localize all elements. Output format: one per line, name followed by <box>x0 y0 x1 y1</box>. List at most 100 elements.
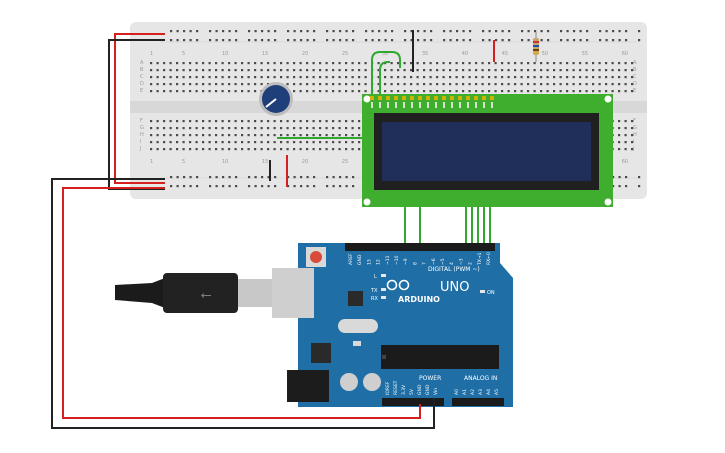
breadboard-hole <box>215 76 218 79</box>
arduino-pin-label: Vin <box>433 388 439 395</box>
breadboard-hole <box>585 76 588 79</box>
capacitor-1 <box>340 373 358 391</box>
breadboard-hole <box>416 62 419 65</box>
breadboard-column-number: 45 <box>502 51 508 57</box>
breadboard-hole <box>163 76 166 79</box>
breadboard-hole <box>189 185 192 188</box>
breadboard-hole <box>560 39 563 42</box>
arduino-pin-label: A0 <box>454 389 460 395</box>
breadboard-hole <box>169 62 172 65</box>
breadboard-hole <box>150 90 153 93</box>
breadboard-hole <box>287 30 290 33</box>
breadboard-hole <box>468 62 471 65</box>
breadboard-hole <box>332 62 335 65</box>
usb-cable[interactable]: ⭠ <box>115 273 272 313</box>
breadboard-hole <box>221 120 224 123</box>
breadboard-hole <box>338 76 341 79</box>
breadboard-hole <box>508 39 511 42</box>
breadboard-hole <box>625 185 628 188</box>
breadboard-hole <box>176 134 179 137</box>
breadboard-hole <box>221 148 224 151</box>
breadboard-hole <box>306 185 309 188</box>
breadboard-hole <box>169 76 172 79</box>
jumper-green-top-2[interactable] <box>379 61 390 97</box>
reset-button[interactable] <box>310 251 322 263</box>
breadboard-hole <box>605 39 608 42</box>
breadboard-hole <box>481 69 484 72</box>
breadboard-hole <box>534 30 537 33</box>
breadboard-hole <box>325 90 328 93</box>
power-header-label: POWER <box>419 375 441 382</box>
lcd-pin <box>370 96 374 100</box>
power-wires[interactable] <box>51 33 435 429</box>
breadboard-hole <box>345 76 348 79</box>
breadboard-hole <box>345 148 348 151</box>
breadboard-hole <box>404 30 407 33</box>
breadboard-hole <box>351 76 354 79</box>
breadboard-hole <box>546 69 549 72</box>
breadboard-hole <box>430 39 433 42</box>
breadboard-hole <box>631 83 634 86</box>
breadboard-hole <box>319 83 322 86</box>
breadboard-hole <box>247 76 250 79</box>
breadboard-hole <box>156 120 159 123</box>
breadboard-hole <box>352 185 355 188</box>
jumper-green-top[interactable] <box>371 51 401 97</box>
breadboard-hole <box>202 83 205 86</box>
breadboard-column-number: 25 <box>342 51 348 57</box>
breadboard-hole <box>176 83 179 86</box>
breadboard-hole <box>267 127 270 130</box>
wire-gnd <box>51 178 435 429</box>
breadboard-hole <box>280 120 283 123</box>
breadboard-hole <box>332 69 335 72</box>
breadboard-hole <box>248 39 251 42</box>
breadboard-hole <box>189 69 192 72</box>
breadboard-hole <box>443 39 446 42</box>
breadboard-hole <box>312 120 315 123</box>
lcd-pin-label-mark <box>491 102 493 108</box>
breadboard-hole <box>481 90 484 93</box>
breadboard-hole <box>358 62 361 65</box>
breadboard-hole <box>521 39 524 42</box>
breadboard-hole <box>566 62 569 65</box>
breadboard-hole <box>553 62 556 65</box>
breadboard-hole <box>573 39 576 42</box>
breadboard-hole <box>208 69 211 72</box>
breadboard-hole <box>566 76 569 79</box>
breadboard-hole <box>410 39 413 42</box>
breadboard-hole <box>156 69 159 72</box>
breadboard-hole <box>150 148 153 151</box>
lcd-data-wires[interactable] <box>404 207 491 247</box>
breadboard-hole <box>455 83 458 86</box>
breadboard-hole <box>273 141 276 144</box>
arduino-pin-label: A4 <box>486 389 492 395</box>
arduino-uno[interactable]: ARDUINO UNO DIGITAL (PWM ~) POWER ANALOG… <box>272 243 513 407</box>
lcd-module[interactable] <box>362 94 613 207</box>
breadboard-hole <box>260 148 263 151</box>
lcd-pin-label-mark <box>411 102 413 108</box>
breadboard-hole <box>234 76 237 79</box>
breadboard-hole <box>280 69 283 72</box>
breadboard-hole <box>507 90 510 93</box>
breadboard-hole <box>605 76 608 79</box>
breadboard-hole <box>286 62 289 65</box>
breadboard-hole <box>274 176 277 179</box>
breadboard-hole <box>358 141 361 144</box>
breadboard-hole <box>169 141 172 144</box>
resistor[interactable] <box>533 32 539 62</box>
breadboard-hole <box>293 69 296 72</box>
breadboard-hole <box>215 148 218 151</box>
breadboard-row-letter: A <box>633 60 637 66</box>
breadboard-hole <box>260 83 263 86</box>
breadboard-hole <box>247 148 250 151</box>
breadboard-hole <box>423 39 426 42</box>
arduino-pin-label: GND <box>425 384 431 395</box>
breadboard-hole <box>241 62 244 65</box>
breadboard-hole <box>254 69 257 72</box>
breadboard-hole <box>605 69 608 72</box>
breadboard-hole <box>247 134 250 137</box>
breadboard-hole <box>215 176 218 179</box>
potentiometer[interactable] <box>259 82 293 116</box>
breadboard-hole <box>468 83 471 86</box>
